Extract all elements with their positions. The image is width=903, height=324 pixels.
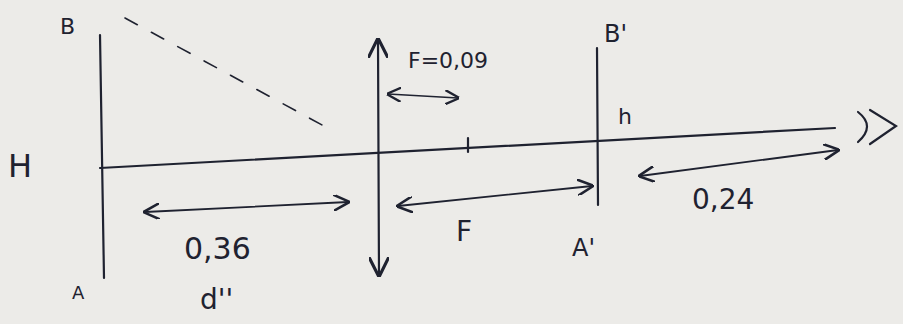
variable-label: d'' — [200, 286, 233, 314]
dimension-label: 0,24 — [692, 186, 754, 214]
focus-tick — [467, 138, 469, 152]
ray-dashed — [125, 18, 335, 132]
point-label: B' — [604, 22, 627, 46]
object-line — [100, 35, 104, 278]
axis-label: H — [8, 150, 32, 182]
eye-symbol — [858, 110, 896, 144]
dimension-label: 0,36 — [184, 234, 251, 264]
image-line — [597, 48, 598, 205]
object-distance-arrow — [145, 202, 348, 212]
eye-distance-arrow — [640, 150, 838, 176]
converging-lens — [378, 40, 379, 275]
point-label: A' — [572, 236, 595, 260]
focal-arrow — [388, 94, 458, 98]
image-distance-arrow — [398, 186, 592, 206]
point-label: A — [72, 284, 84, 302]
focal-label: F — [456, 218, 472, 246]
point-label: h — [618, 106, 632, 128]
point-label: B — [60, 16, 75, 38]
focal-length: F=0,09 — [408, 50, 488, 72]
principal-axis — [100, 128, 835, 168]
